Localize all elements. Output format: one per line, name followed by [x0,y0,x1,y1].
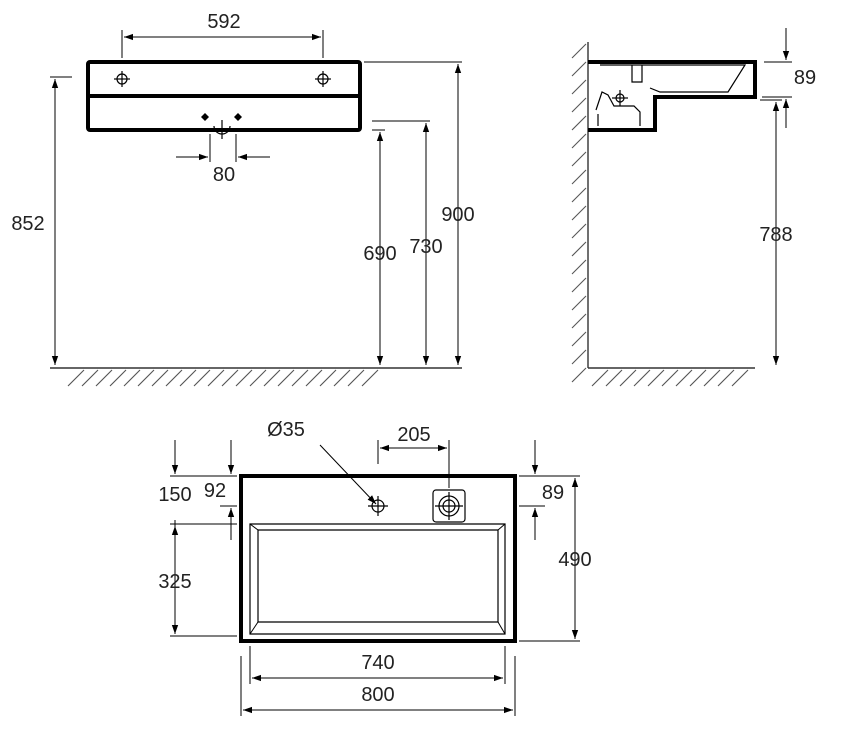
plan-view: Ø35 205 150 325 92 89 490 740 [158,419,592,716]
side-wall-hatch [571,42,589,383]
dim-top-height: 900 [441,204,474,226]
dim-side-underside-height: 788 [759,224,792,246]
dim-overall-depth: 490 [558,549,591,571]
dim-back-to-bowl: 150 [158,484,191,506]
dim-tap-to-waste: 205 [397,424,430,446]
dim-back-to-tap-hole: 92 [204,480,226,502]
dim-back-to-waste: 89 [542,482,564,504]
waste-outlet-icon [201,113,242,139]
side-floor-hatch [588,367,755,387]
plan-waste-icon [432,489,466,523]
front-floor-hatch [50,367,462,387]
dim-overflow-height: 852 [11,213,44,235]
dim-bowl-depth: 325 [158,571,191,593]
tap-hole-right-icon [315,71,331,87]
tap-hole-left-icon [114,71,130,87]
dim-overall-width: 800 [361,684,394,706]
side-waste-icon [612,90,628,106]
dim-rim-thickness: 89 [794,67,816,89]
dim-waste-height: 690 [363,243,396,265]
side-basin-profile [588,60,757,132]
front-view: 592 80 852 900 730 690 [11,11,475,387]
side-view: 89 788 [571,28,816,387]
dim-bowl-width: 740 [361,652,394,674]
dim-waste-spacing: 80 [213,164,235,186]
plan-basin-outline [239,474,517,643]
plan-bowl-outline [249,523,506,635]
plan-tap-hole-icon [368,496,388,516]
dim-tap-hole-diameter: Ø35 [267,419,305,441]
dim-underside-height: 730 [409,236,442,258]
dim-tap-hole-spacing: 592 [207,11,240,33]
